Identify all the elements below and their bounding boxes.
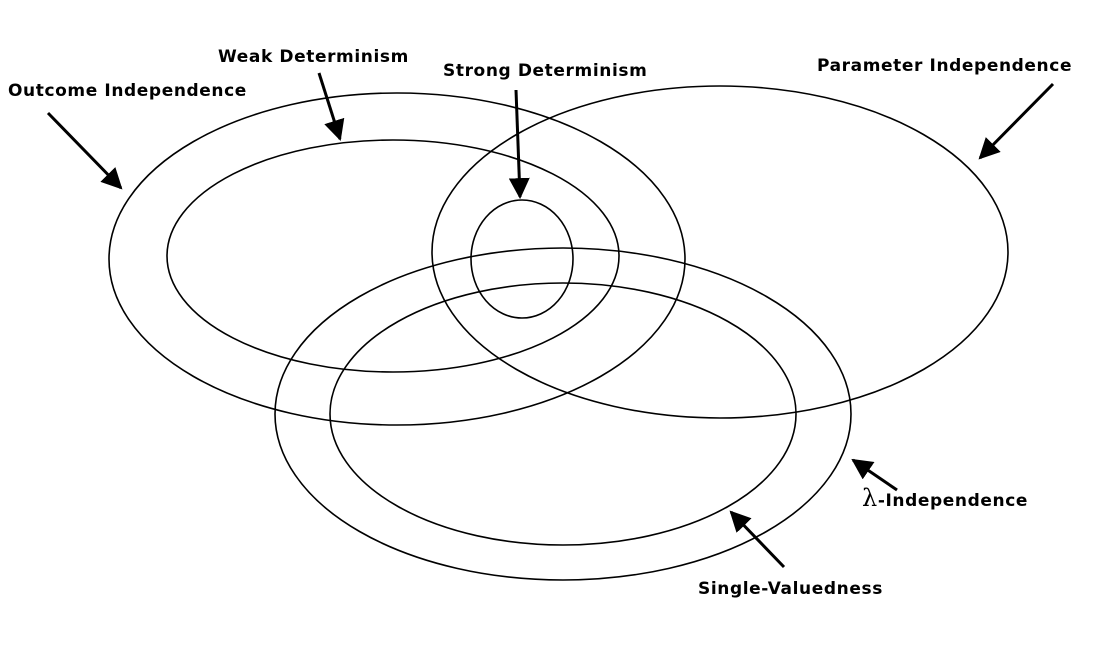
strong-determinism-label: Strong Determinism xyxy=(443,61,647,81)
lambda-independence-text: -Independence xyxy=(878,491,1028,511)
strong-determinism-ellipse xyxy=(470,199,574,319)
weak-determinism-arrow xyxy=(317,72,345,142)
parameter-independence-ellipse xyxy=(431,85,1009,419)
parameter-independence-label: Parameter Independence xyxy=(817,56,1072,76)
outcome-independence-label: Outcome Independence xyxy=(8,81,247,101)
lambda-independence-ellipse xyxy=(274,247,852,581)
single-valuedness-ellipse xyxy=(329,282,797,546)
outcome-independence-ellipse xyxy=(108,92,686,426)
single-valuedness-label: Single-Valuedness xyxy=(698,579,883,599)
lambda-independence-label: λ-Independence xyxy=(862,484,1028,512)
lambda-independence-arrow xyxy=(851,458,898,492)
lambda-symbol: λ xyxy=(862,484,878,512)
outcome-independence-arrow xyxy=(46,111,123,190)
weak-determinism-label: Weak Determinism xyxy=(218,47,409,67)
single-valuedness-arrow xyxy=(729,510,786,569)
strong-determinism-arrow xyxy=(508,89,530,200)
weak-determinism-ellipse xyxy=(166,139,620,373)
parameter-independence-arrow xyxy=(978,82,1055,160)
